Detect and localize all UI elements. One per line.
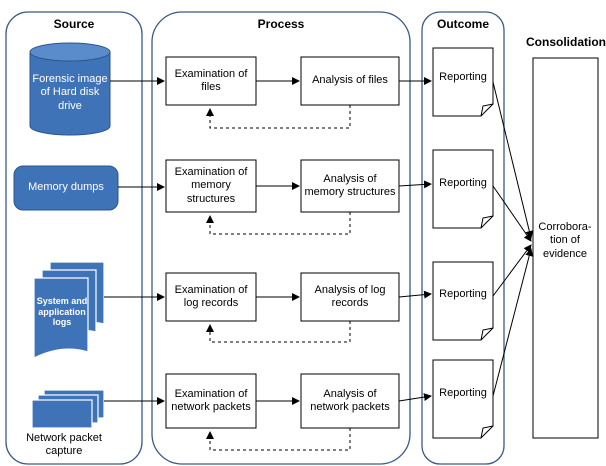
analysis-to-reporting-arrows (398, 77, 432, 402)
source-arrows (104, 77, 165, 405)
exam-logs-box (165, 272, 257, 322)
exam-to-analysis-arrows (256, 77, 300, 405)
consolidation-header: Consolidation (526, 34, 606, 49)
reporting-label-2: Reporting (439, 177, 487, 190)
reporting-doc-2 (432, 149, 494, 229)
reporting-to-consolidation-arrows (492, 81, 534, 397)
source-logs-label: System and application logs (36, 295, 88, 328)
analysis-files-label: Analysis of files (312, 74, 388, 87)
reporting-doc-3 (432, 261, 494, 341)
source-network-label: Network packet capture (26, 431, 102, 457)
exam-logs-label: Examination of log records (174, 283, 248, 309)
outcome-header: Outcome (436, 16, 489, 31)
source-header: Source (53, 16, 95, 31)
source-memory-label: Memory dumps (28, 181, 104, 194)
analysis-memory-box (300, 159, 400, 213)
analysis-network-label: Analysis of network packets (310, 387, 390, 413)
analysis-files-box (300, 56, 400, 106)
process-group (151, 11, 411, 465)
exam-memory-label: Examination of memory structures (174, 166, 248, 205)
reporting-doc-4 (432, 359, 494, 439)
packet-capture-shape (31, 389, 105, 429)
outcome-group (421, 11, 505, 465)
consolidation-box (532, 57, 599, 439)
reporting-doc-1 (432, 47, 494, 117)
reporting-label-4: Reporting (439, 387, 487, 400)
analysis-memory-label: Analysis of memory structures (304, 172, 396, 198)
exam-network-label: Examination of network packets (171, 387, 251, 413)
exam-files-box (165, 56, 257, 106)
process-header: Process (257, 16, 305, 31)
reporting-label-3: Reporting (439, 288, 487, 301)
source-disk-label: Forensic image of Hard disk drive (32, 73, 108, 112)
analysis-logs-label: Analysis of log records (314, 283, 386, 309)
hard-disk-cylinder (29, 42, 111, 136)
logs-stack-shape (33, 261, 105, 359)
exam-network-box (165, 373, 257, 429)
reporting-label-1: Reporting (439, 71, 487, 84)
memory-dumps-shape (13, 165, 119, 211)
analysis-logs-box (300, 272, 400, 322)
consolidation-label: Corrobora-tion of evidence (538, 221, 592, 260)
feedback-loops (206, 105, 351, 451)
exam-files-label: Examination of files (174, 67, 248, 93)
source-group (5, 11, 143, 465)
